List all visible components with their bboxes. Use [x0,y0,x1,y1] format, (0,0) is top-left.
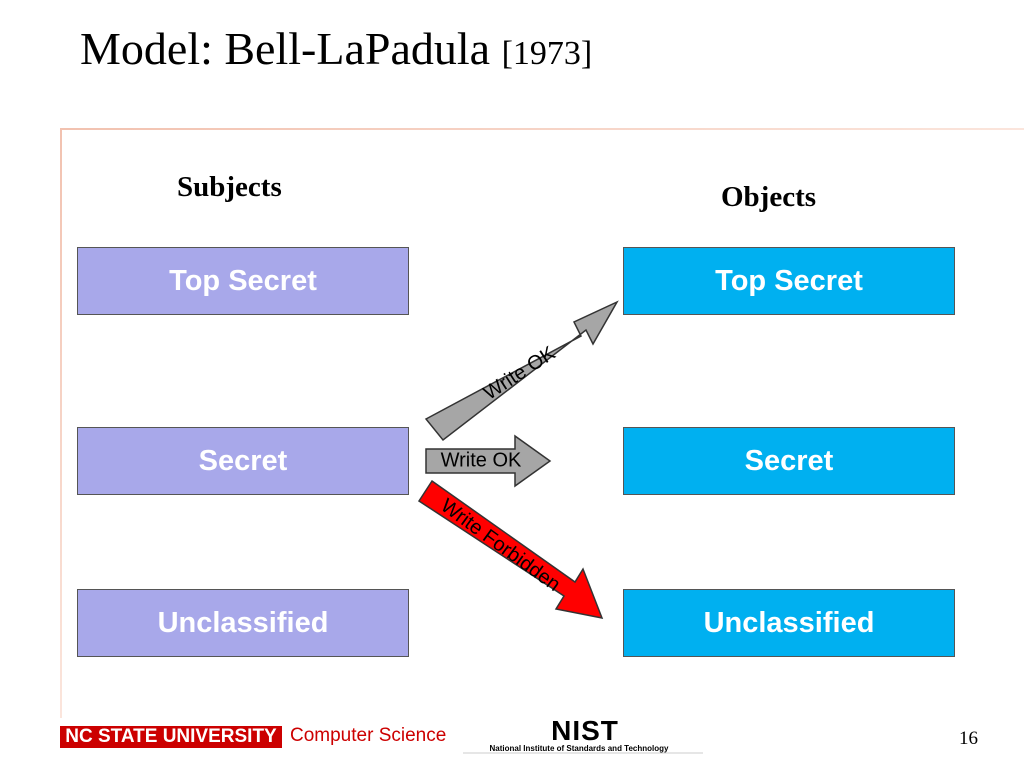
object-secret: Secret [623,427,955,495]
title-year: [1973] [501,35,593,72]
ncsu-logo: NC STATE UNIVERSITY [60,726,282,748]
nist-caption: National Institute of Standards and Tech… [490,744,670,753]
write-up-arrow [424,300,619,442]
object-unclassified: Unclassified [623,589,955,657]
objects-heading: Objects [721,181,817,213]
write-same-arrow [425,434,552,488]
horizontal-rule [60,128,1024,130]
department-name: Computer Science [290,725,447,746]
object-top-secret: Top Secret [623,247,955,315]
slide-title: Model: Bell-LaPadula [1973] [80,22,592,75]
write-same-label: Write OK [441,449,522,471]
title-main: Model: Bell-LaPadula [80,23,491,74]
subject-secret: Secret [77,427,409,495]
subject-top-secret: Top Secret [77,247,409,315]
vertical-rule [60,128,62,718]
nist-logo-text: NIST [551,715,619,746]
page-number: 16 [959,728,978,749]
write-up-label: Write OK [480,342,560,405]
write-down-arrow [417,479,604,619]
write-down-label: Write Forbidden [437,495,565,596]
nist-logo: NIST National Institute of Standards and… [463,715,703,754]
subjects-heading: Subjects [177,171,282,203]
subject-unclassified: Unclassified [77,589,409,657]
